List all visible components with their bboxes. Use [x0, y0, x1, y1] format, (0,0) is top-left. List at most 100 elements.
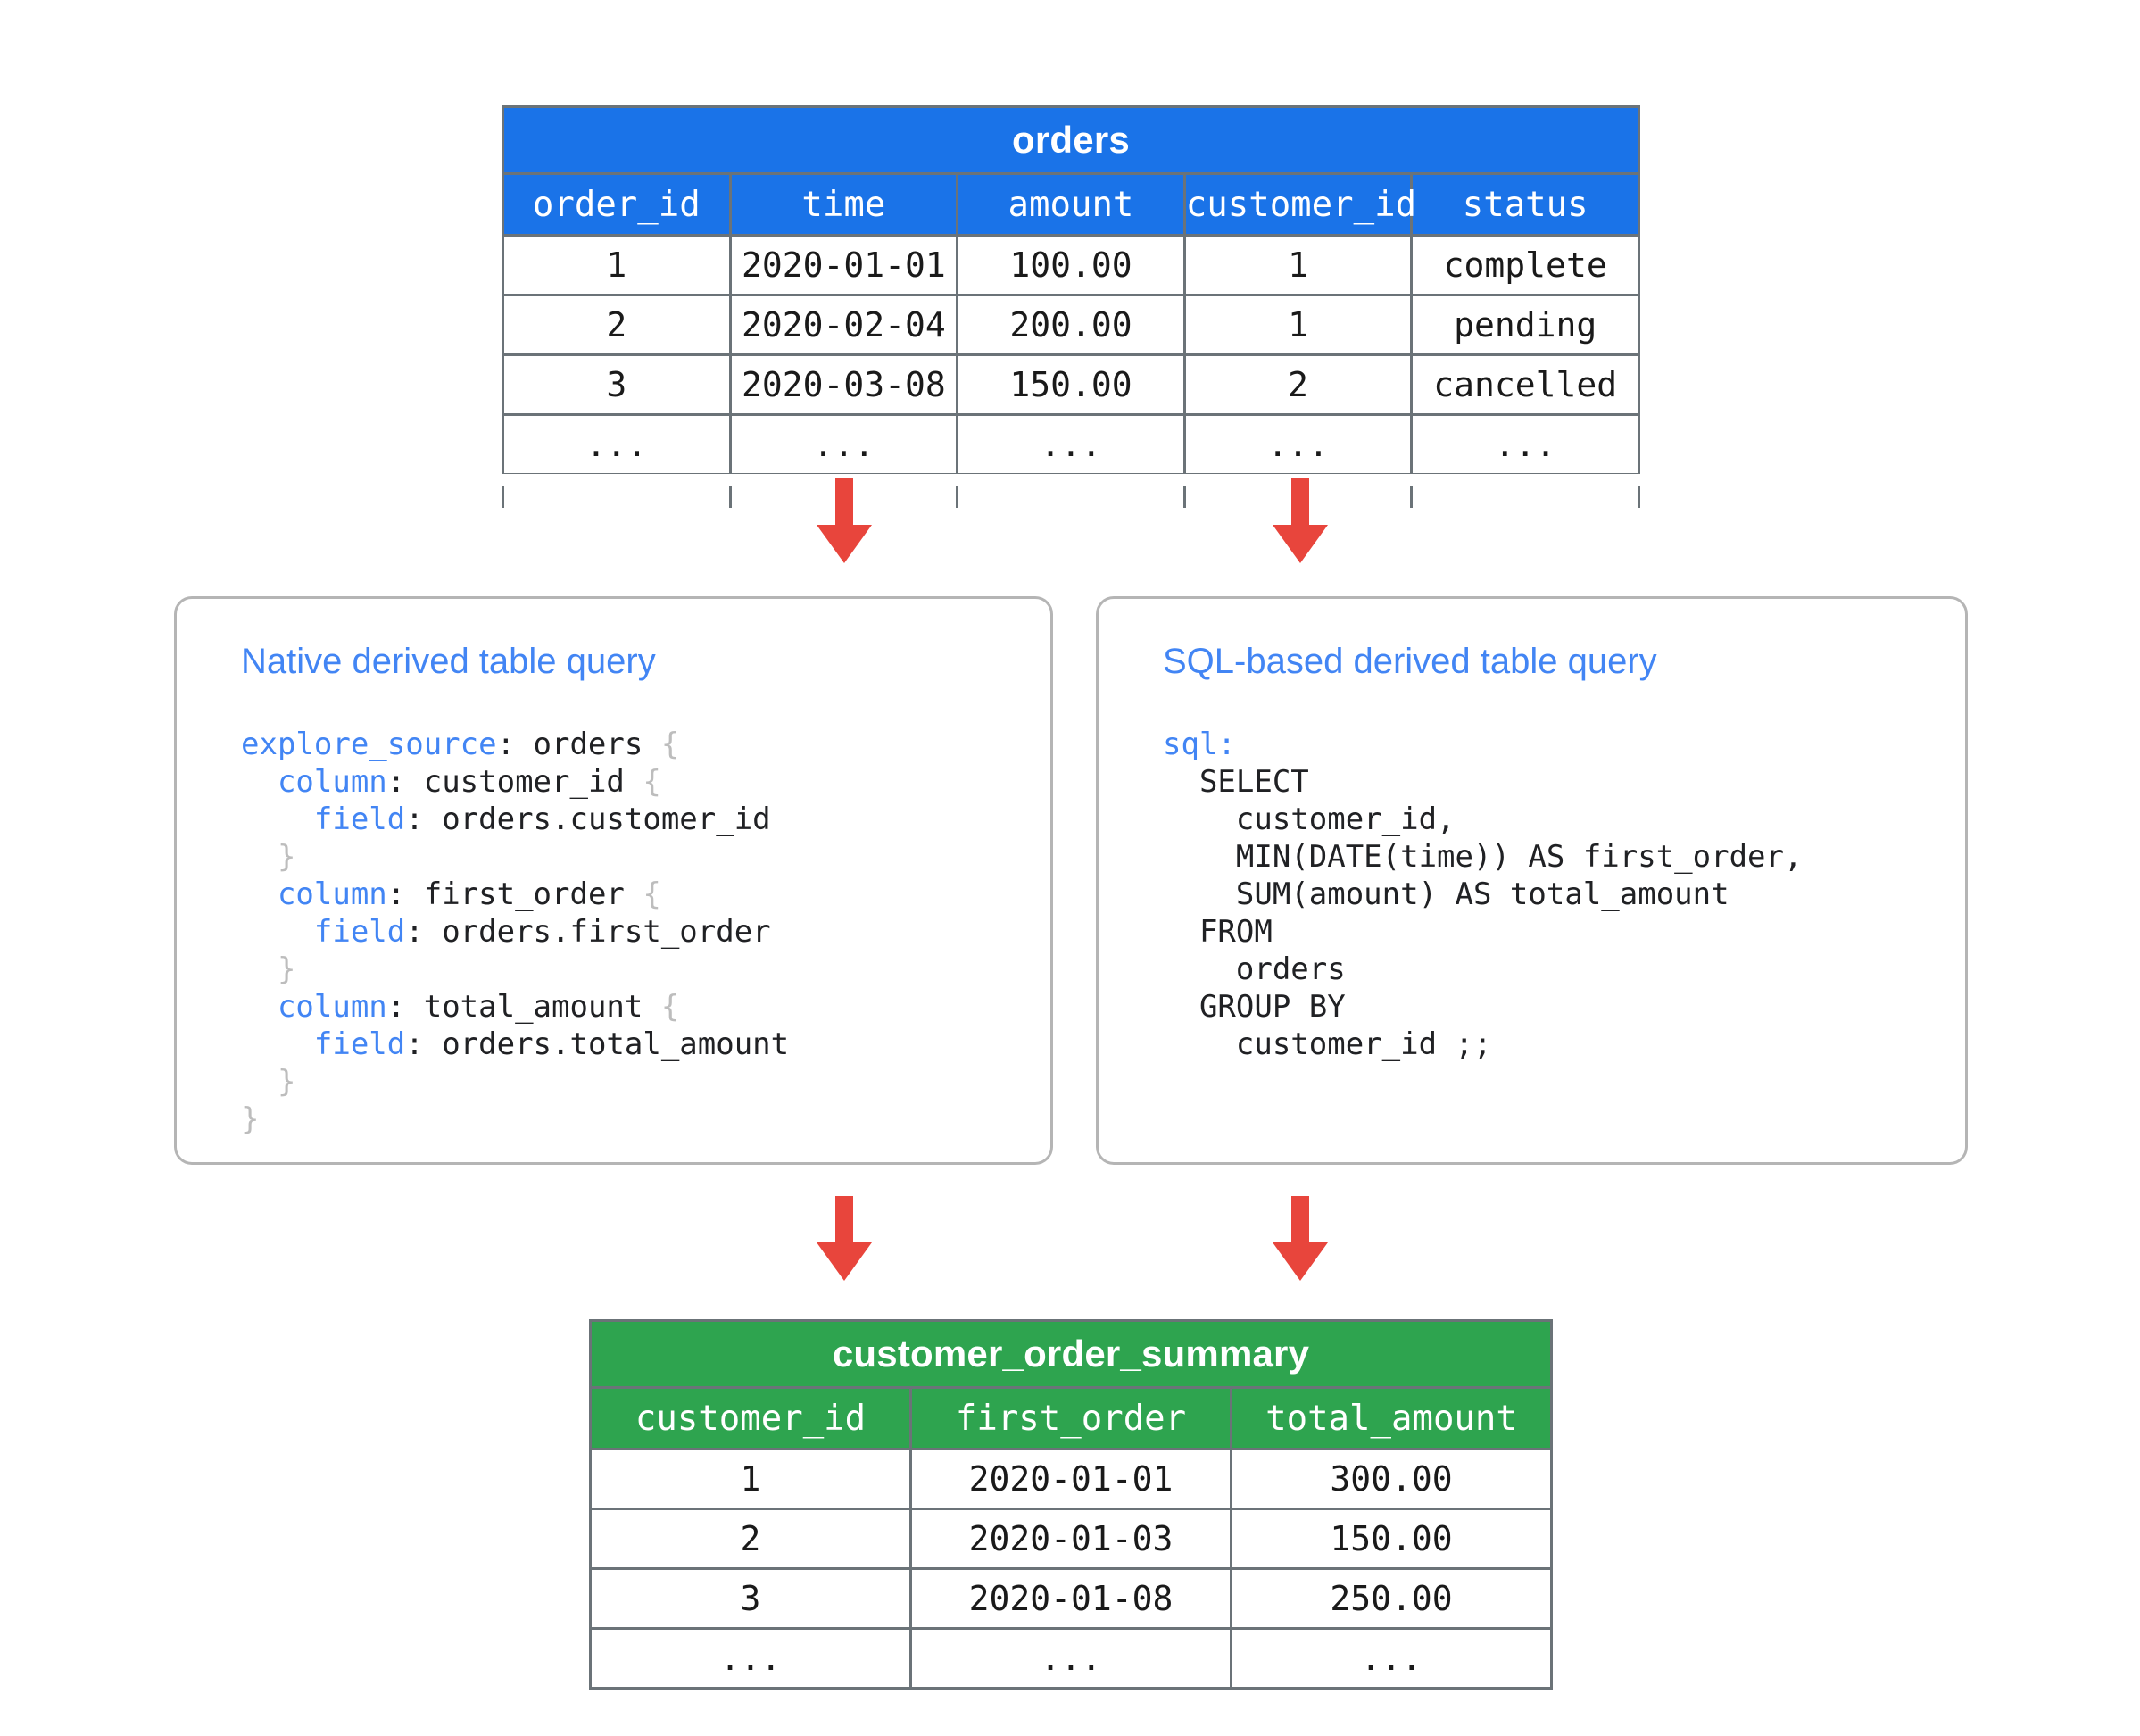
orders-cell: 2: [1182, 353, 1414, 416]
orders-column-header: status: [1410, 172, 1640, 237]
orders-cell: 150.00: [956, 353, 1186, 416]
orders-cell: cancelled: [1410, 353, 1640, 416]
sql-code-line: SUM(amount) AS total_amount: [1163, 876, 1802, 913]
summary-cell: 150.00: [1230, 1508, 1553, 1570]
sql-code-line: customer_id ;;: [1163, 1026, 1802, 1063]
orders-column-header: time: [728, 172, 959, 237]
sql-card-title: SQL-based derived table query: [1163, 642, 1657, 681]
summary-cell: 2: [589, 1508, 912, 1570]
sql-code-line: GROUP BY: [1163, 988, 1802, 1026]
native-code-token: field: [313, 802, 406, 837]
native-code-token: : orders: [496, 727, 661, 762]
orders-table-clip-mask: [499, 474, 1645, 486]
summary-column-header: customer_id: [589, 1386, 912, 1450]
orders-cell: 200.00: [956, 294, 1186, 356]
sql-code-token: customer_id,: [1235, 802, 1456, 837]
native-code-line: field: orders.first_order: [241, 913, 789, 951]
summary-cell: 2020-01-03: [909, 1508, 1232, 1570]
native-code-line: field: orders.customer_id: [241, 801, 789, 838]
native-code-line: column: first_order {: [241, 876, 789, 913]
orders-cell: ...: [1182, 413, 1414, 476]
orders-cell: pending: [1410, 294, 1640, 356]
summary-row: .........: [589, 1627, 1553, 1690]
native-code-token: : orders.first_order: [405, 914, 771, 950]
native-card-title: Native derived table query: [241, 642, 656, 681]
orders-cell: 1: [502, 234, 732, 296]
native-code-line: }: [241, 1063, 789, 1101]
native-code-line: field: orders.total_amount: [241, 1026, 789, 1063]
native-code-token: : customer_id: [386, 764, 643, 800]
orders-title-row: orders: [502, 105, 1640, 175]
orders-name: orders: [502, 105, 1640, 175]
orders-cell: 1: [1182, 234, 1414, 296]
native-code-token: }: [277, 1064, 296, 1100]
native-derived-table-card: Native derived table query explore_sourc…: [174, 596, 1053, 1165]
summary-cell: ...: [1230, 1627, 1553, 1690]
native-code-token: }: [277, 839, 296, 875]
orders-cell: 3: [502, 353, 732, 416]
native-code-token: explore_source: [241, 727, 497, 762]
native-code-line: }: [241, 1101, 789, 1138]
native-code-token: {: [643, 876, 661, 912]
orders-cell: 100.00: [956, 234, 1186, 296]
summary-name: customer_order_summary: [589, 1319, 1553, 1389]
sql-code-line: FROM: [1163, 913, 1802, 951]
sql-code-token: FROM: [1199, 914, 1273, 950]
sql-code-token: SUM(amount) AS total_amount: [1235, 876, 1729, 912]
orders-cell: 2020-03-08: [728, 353, 959, 416]
native-code-token: {: [660, 727, 680, 762]
summary-title-row: customer_order_summary: [589, 1319, 1553, 1389]
summary-cell: 250.00: [1230, 1567, 1553, 1630]
sql-code-line: sql:: [1163, 726, 1802, 763]
summary-cell: 1: [589, 1448, 912, 1510]
arrow-orders-to-sql-icon: [1271, 478, 1330, 564]
sql-code-token: GROUP BY: [1199, 989, 1346, 1025]
sql-code-line: SELECT: [1163, 763, 1802, 801]
native-code-token: }: [241, 1101, 260, 1137]
orders-column-header: customer_id: [1182, 172, 1416, 237]
summary-cell: 300.00: [1230, 1448, 1553, 1510]
arrow-sql-to-summary-icon: [1271, 1196, 1330, 1282]
orders-cell: complete: [1410, 234, 1640, 296]
native-code-line: }: [241, 838, 789, 876]
native-code-line: explore_source: orders {: [241, 726, 789, 763]
arrow-orders-to-native-icon: [815, 478, 874, 564]
summary-cell: 2020-01-01: [909, 1448, 1232, 1510]
summary-cell: ...: [589, 1627, 912, 1690]
summary-cell: ...: [909, 1627, 1232, 1690]
sql-code-token: MIN(DATE(time)) AS first_order,: [1235, 839, 1803, 875]
orders-row: ...............: [502, 413, 1640, 476]
native-code-token: field: [313, 914, 406, 950]
sql-code-token: customer_id ;;: [1235, 1026, 1492, 1062]
orders-cell: 2020-02-04: [728, 294, 959, 356]
native-code-line: column: total_amount {: [241, 988, 789, 1026]
native-code-token: field: [313, 1026, 406, 1062]
sql-code-line: orders: [1163, 951, 1802, 988]
native-code-block: explore_source: orders { column: custome…: [241, 726, 789, 1138]
sql-derived-table-card: SQL-based derived table query sql: SELEC…: [1096, 596, 1968, 1165]
summary-cell: 2020-01-08: [909, 1567, 1232, 1630]
native-code-token: : orders.customer_id: [405, 802, 771, 837]
orders-cell: ...: [502, 413, 732, 476]
native-code-token: : total_amount: [386, 989, 661, 1025]
summary-column-header: first_order: [909, 1386, 1232, 1450]
summary-column-header: total_amount: [1230, 1386, 1553, 1450]
orders-cell: ...: [1410, 413, 1640, 476]
native-code-line: }: [241, 951, 789, 988]
native-code-token: : orders.total_amount: [405, 1026, 790, 1062]
summary-cell: 3: [589, 1567, 912, 1630]
sql-code-token: sql:: [1163, 727, 1236, 762]
orders-column-header: amount: [956, 172, 1186, 237]
native-code-token: {: [643, 764, 661, 800]
sql-code-token: SELECT: [1199, 764, 1309, 800]
orders-cell: 1: [1182, 294, 1414, 356]
sql-code-line: MIN(DATE(time)) AS first_order,: [1163, 838, 1803, 876]
